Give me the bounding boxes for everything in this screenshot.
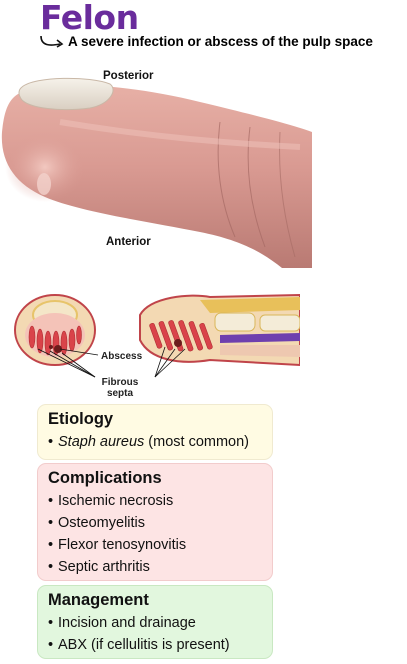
organism-name: Staph aureus — [58, 434, 145, 450]
etiology-list: •Staph aureus (most common) — [48, 431, 272, 453]
bullet-icon: • — [48, 537, 54, 553]
list-item: •Flexor tenosynovitis — [48, 534, 272, 556]
felon-anatomy-diagram — [14, 293, 300, 378]
list-item: •Septic arthritis — [48, 556, 272, 578]
posterior-label: Posterior — [103, 70, 154, 82]
septa-label-line: septa — [106, 388, 134, 399]
bullet-icon: • — [48, 559, 54, 575]
management-box: Management •Incision and drainage •ABX (… — [37, 585, 273, 659]
pointer-lines — [37, 346, 186, 378]
list-item: •Osteomyelitis — [48, 512, 272, 534]
bullet-icon: • — [48, 515, 54, 531]
page-title: Felon — [40, 0, 139, 37]
list-item-label: ABX (if cellulitis is present) — [58, 637, 230, 653]
list-item-label: Incision and drainage — [58, 615, 196, 631]
list-item: •ABX (if cellulitis is present) — [48, 634, 272, 656]
etiology-heading: Etiology — [48, 410, 114, 428]
list-item: •Incision and drainage — [48, 612, 272, 634]
etiology-box: Etiology •Staph aureus (most common) — [37, 404, 273, 460]
longitudinal-section-illustration — [139, 293, 300, 367]
management-list: •Incision and drainage •ABX (if cellulit… — [48, 612, 272, 656]
fibrous-septa-label: Fibrous septa — [98, 377, 142, 399]
bullet-icon: • — [48, 434, 54, 450]
complications-list: •Ischemic necrosis •Osteomyelitis •Flexo… — [48, 490, 272, 578]
finger-photo — [1, 77, 312, 268]
bullet-icon: • — [48, 615, 54, 631]
list-item-label: Flexor tenosynovitis — [58, 537, 187, 553]
list-item-label: Osteomyelitis — [58, 515, 146, 531]
page-subtitle: A severe infection or abscess of the pul… — [68, 34, 373, 49]
list-item-label: Ischemic necrosis — [58, 493, 174, 509]
complications-box: Complications •Ischemic necrosis •Osteom… — [37, 463, 273, 581]
organism-note: (most common) — [144, 434, 250, 450]
list-item: •Ischemic necrosis — [48, 490, 272, 512]
list-item: •Staph aureus (most common) — [48, 431, 272, 453]
abscess-label: Abscess — [101, 351, 143, 362]
complications-heading: Complications — [48, 469, 162, 487]
management-heading: Management — [48, 591, 149, 609]
bullet-icon: • — [48, 637, 54, 653]
list-item-label: Septic arthritis — [58, 559, 150, 575]
curved-arrow-icon — [40, 35, 64, 48]
anterior-label: Anterior — [106, 236, 151, 248]
bullet-icon: • — [48, 493, 54, 509]
cross-section-illustration — [14, 294, 96, 366]
fibrous-label-line: Fibrous — [101, 377, 139, 388]
